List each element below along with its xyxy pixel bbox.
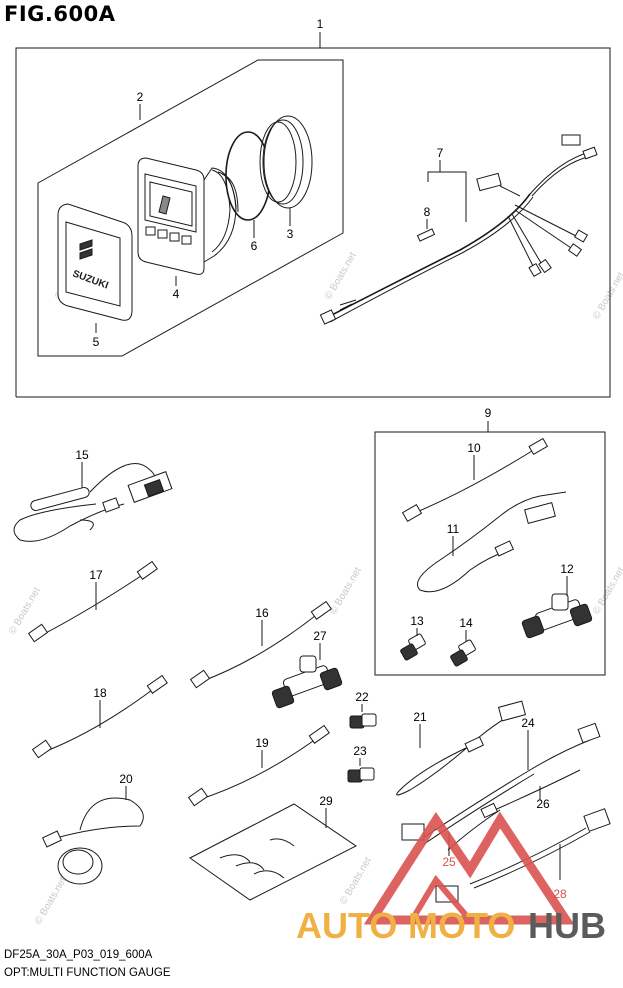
manual-bag-part-29: [189, 803, 357, 901]
gauge-display-part-4: [137, 157, 239, 286]
callout-13: 13: [410, 614, 424, 628]
callout-12: 12: [560, 562, 574, 576]
callout-10: 10: [467, 441, 481, 455]
callout-numbers: 1 2 3 4 5 6 7 8 9 10 11 12 13 14 15 16 1…: [75, 17, 574, 901]
cable-part-18: [31, 674, 168, 759]
watermark-text: © Boats.net: [323, 250, 359, 301]
mounting-nut-part-3: [259, 115, 313, 226]
callout-3: 3: [287, 227, 294, 241]
cable-part-15: [13, 462, 173, 542]
o-ring-part-6: [225, 131, 271, 221]
callout-6: 6: [251, 239, 258, 253]
callout-4: 4: [173, 287, 180, 301]
logo-auto: AUTO: [296, 905, 397, 946]
callout-19: 19: [255, 736, 269, 750]
callout-27: 27: [313, 629, 327, 643]
cable-part-11: [417, 491, 567, 593]
watermark-text: © Boats.net: [591, 565, 623, 616]
callout-9: 9: [485, 406, 492, 420]
callout-23: 23: [353, 744, 367, 758]
figure-title: FIG.600A: [4, 2, 116, 26]
callout-16: 16: [255, 606, 269, 620]
cable-part-19: [187, 724, 330, 807]
figure-code: DF25A_30A_P03_019_600A: [4, 949, 153, 961]
logo-hub: HUB: [528, 905, 606, 946]
callout-5: 5: [93, 335, 100, 349]
logo-moto: MOTO: [408, 905, 515, 946]
callout-8: 8: [424, 205, 431, 219]
brand-logo: AUTO MOTO HUB: [296, 811, 606, 946]
watermark-text: © Boats.net: [591, 270, 623, 321]
cable-part-24: [401, 722, 601, 845]
cable-part-21: [396, 700, 527, 796]
callout-20: 20: [119, 772, 133, 786]
terminator-part-23: [347, 758, 375, 783]
terminator-part-13: [400, 628, 426, 661]
bezel-cover-part-5: SUZUKI: [57, 203, 133, 333]
terminator-part-14: [450, 630, 476, 667]
callout-22: 22: [355, 690, 369, 704]
callout-26: 26: [536, 797, 550, 811]
callout-11: 11: [447, 522, 460, 536]
assembly-box-1: [15, 32, 611, 398]
tee-connector-part-12: [521, 576, 593, 639]
callout-21: 21: [413, 710, 427, 724]
tee-connector-part-27: [271, 643, 343, 709]
watermark-text: © Boats.net: [33, 875, 69, 926]
figure-caption: OPT:MULTI FUNCTION GAUGE: [4, 967, 171, 979]
callout-25: 25: [442, 855, 456, 869]
callout-24: 24: [521, 716, 535, 730]
callout-7: 7: [437, 146, 444, 160]
cable-part-17: [27, 560, 158, 643]
callout-15: 15: [75, 448, 89, 462]
watermark-text: © Boats.net: [328, 565, 364, 616]
terminator-part-22: [349, 704, 377, 729]
fuse-part-8: [416, 219, 436, 242]
gauge-kit-outline: [37, 59, 344, 357]
callout-17: 17: [89, 568, 103, 582]
callout-28: 28: [553, 887, 567, 901]
sensor-part-20: [41, 786, 144, 885]
cable-part-26: [480, 769, 581, 819]
watermark-text: © Boats.net: [338, 855, 374, 906]
callout-2: 2: [137, 90, 144, 104]
callout-18: 18: [93, 686, 107, 700]
callout-1: 1: [317, 17, 324, 31]
cable-part-10: [401, 437, 549, 523]
cable-part-16: [189, 600, 332, 689]
callout-14: 14: [459, 616, 473, 630]
assembly-box-9: [374, 421, 606, 676]
callout-29: 29: [319, 794, 333, 808]
wire-harness-part-7: [319, 134, 598, 325]
